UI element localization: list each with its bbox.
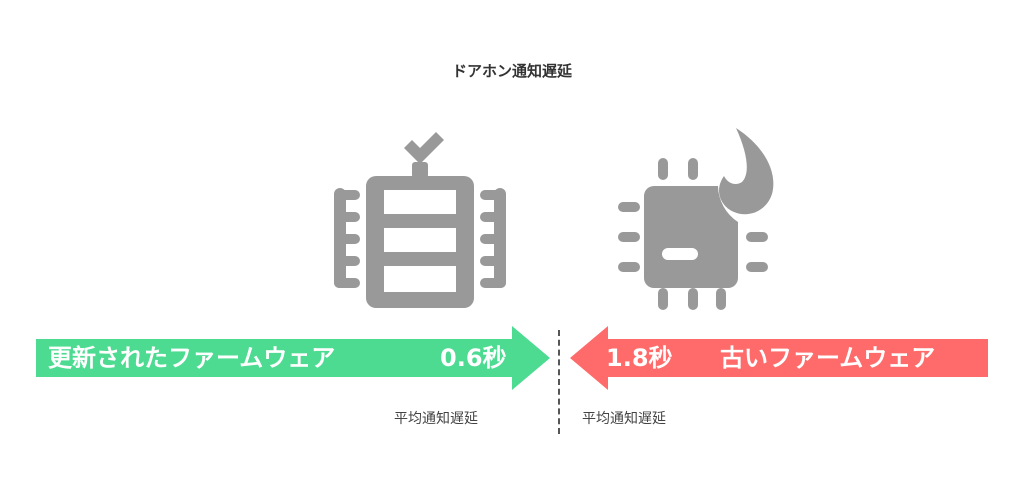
updated-firmware-label: 更新されたファームウェア [48,344,336,372]
center-divider [558,330,560,434]
old-firmware-arrow-shape [570,326,988,390]
updated-firmware-caption: 平均通知遅延 [394,411,478,427]
chip-flame-icon [612,124,792,320]
old-firmware-label: 古いファームウェア [720,344,936,372]
diagram-title: ドアホン通知遅延 [451,62,572,80]
updated-firmware-arrow-shape [36,326,550,390]
old-firmware-arrow: 1.8秒 古いファームウェア [570,326,988,390]
updated-firmware-arrow: 更新されたファームウェア 0.6秒 [36,326,550,390]
updated-firmware-value: 0.6秒 [440,344,507,372]
old-firmware-value: 1.8秒 [606,344,673,372]
old-firmware-caption: 平均通知遅延 [582,411,666,427]
memory-check-icon [320,130,520,310]
